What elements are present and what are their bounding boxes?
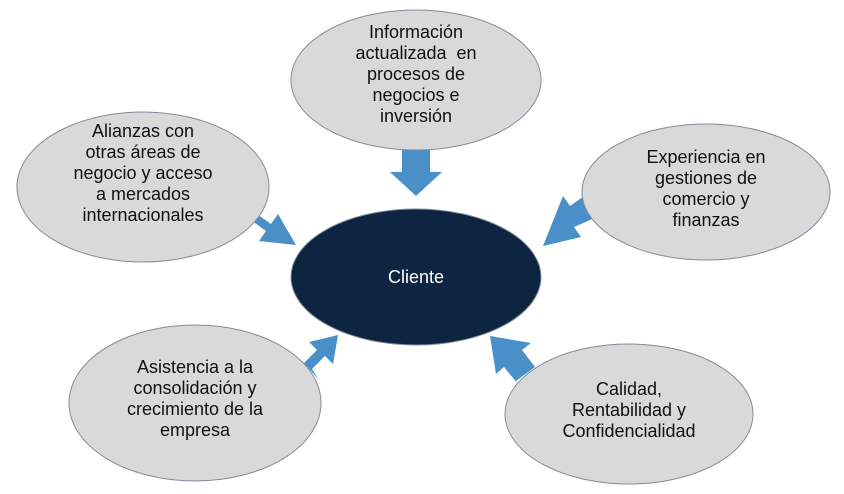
node-label-line: crecimiento de la bbox=[127, 399, 264, 419]
node-top-left bbox=[16, 111, 270, 263]
arrow-bottom-left-to-center bbox=[304, 335, 338, 380]
arrow-top-to-center bbox=[390, 148, 442, 196]
node-label-line: internacionales bbox=[82, 205, 203, 225]
node-label-line: inversión bbox=[380, 106, 452, 126]
center-label: Cliente bbox=[388, 267, 444, 287]
node-label-line: gestiones de bbox=[655, 168, 757, 188]
node-label-line: a mercados bbox=[96, 184, 190, 204]
node-label-line: finanzas bbox=[672, 210, 739, 230]
node-label-line: otras áreas de bbox=[85, 142, 200, 162]
node-bottom-right bbox=[504, 343, 754, 485]
node-top-right bbox=[581, 123, 831, 261]
arrow-bottom-right-to-center bbox=[490, 336, 535, 384]
node-label-line: Calidad, bbox=[596, 379, 662, 399]
node-label-line: Confidencialidad bbox=[562, 421, 695, 441]
node-label-line: empresa bbox=[160, 420, 231, 440]
node-label-line: consolidación y bbox=[133, 378, 256, 398]
node-label-line: Rentabilidad y bbox=[572, 400, 686, 420]
node-label-line: actualizada en bbox=[355, 43, 476, 63]
nodes bbox=[16, 9, 831, 485]
node-label-line: comercio y bbox=[662, 189, 749, 209]
node-label-line: Asistencia a la bbox=[137, 357, 254, 377]
node-bottom-left bbox=[68, 324, 322, 482]
node-label-line: negocios e bbox=[372, 85, 459, 105]
node-label-line: Información bbox=[369, 22, 463, 42]
node-label-line: Experiencia en bbox=[646, 147, 765, 167]
node-top bbox=[290, 9, 542, 151]
center-node bbox=[290, 208, 542, 346]
node-label-line: negocio y acceso bbox=[73, 163, 212, 183]
node-label-line: Alianzas con bbox=[92, 121, 194, 141]
node-label-line: procesos de bbox=[367, 64, 465, 84]
